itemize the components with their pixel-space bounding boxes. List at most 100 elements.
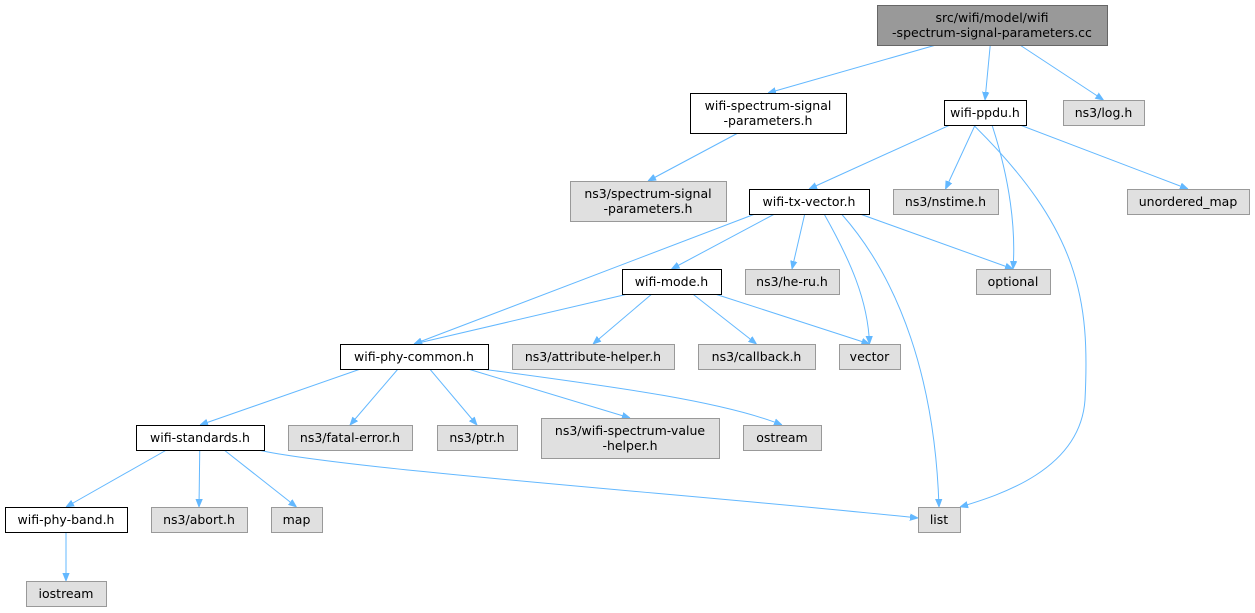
node-band[interactable]: wifi-phy-band.h — [5, 507, 128, 533]
edge-ppdu-to-optional — [991, 124, 1014, 269]
node-nstime: ns3/nstime.h — [893, 189, 999, 215]
node-box-ostream — [743, 425, 822, 451]
edge-phyc-to-std — [200, 368, 361, 425]
node-box-ns3ssp — [570, 181, 727, 222]
node-label-ns3ssp-1: -parameters.h — [604, 201, 693, 216]
node-abort: ns3/abort.h — [151, 507, 248, 533]
node-box-phyc — [340, 344, 489, 370]
node-label-root-0: src/wifi/model/wifi — [936, 10, 1049, 25]
node-box-ppdu — [944, 100, 1027, 126]
edge-mode-to-cb — [692, 293, 757, 344]
edge-std-to-list — [257, 449, 918, 518]
node-label-band-0: wifi-phy-band.h — [18, 512, 115, 527]
node-label-wssp-1: -parameters.h — [724, 113, 813, 128]
node-label-umap-0: unordered_map — [1139, 194, 1238, 209]
edge-phyc-to-ptr — [429, 368, 477, 425]
node-label-iostream-0: iostream — [39, 586, 94, 601]
node-box-map — [271, 507, 323, 533]
node-label-root-1: -spectrum-signal-parameters.cc — [892, 25, 1092, 40]
edge-phyc-to-wsvh — [467, 368, 630, 418]
edge-phyc-to-ostream — [481, 368, 782, 426]
edge-phyc-to-fatal — [350, 368, 399, 425]
node-box-iostream — [26, 581, 107, 607]
edge-txv-to-optional — [859, 213, 1013, 269]
node-root: src/wifi/model/wifi-spectrum-signal-para… — [877, 5, 1108, 46]
node-ppdu[interactable]: wifi-ppdu.h — [944, 100, 1027, 126]
node-box-mode — [622, 269, 722, 295]
node-label-wsvh-0: ns3/wifi-spectrum-value — [555, 423, 705, 438]
node-ptr: ns3/ptr.h — [437, 425, 518, 451]
node-label-wssp-0: wifi-spectrum-signal — [705, 98, 832, 113]
edge-ppdu-to-list — [960, 124, 1087, 507]
node-box-log — [1063, 100, 1145, 126]
node-label-abort-0: ns3/abort.h — [163, 512, 235, 527]
node-vector: vector — [839, 344, 901, 370]
node-box-nstime — [893, 189, 999, 215]
node-label-ns3ssp-0: ns3/spectrum-signal — [584, 186, 711, 201]
node-optional: optional — [976, 269, 1051, 295]
node-box-vector — [839, 344, 901, 370]
node-label-ppdu-0: wifi-ppdu.h — [950, 105, 1020, 120]
node-label-vector-0: vector — [850, 349, 891, 364]
node-wssp[interactable]: wifi-spectrum-signal-parameters.h — [690, 93, 847, 134]
node-box-abort — [151, 507, 248, 533]
node-box-band — [5, 507, 128, 533]
node-box-cb — [698, 344, 816, 370]
node-box-txv — [749, 189, 870, 215]
node-label-phyc-0: wifi-phy-common.h — [354, 349, 474, 364]
node-box-attr — [512, 344, 675, 370]
node-ns3ssp: ns3/spectrum-signal-parameters.h — [570, 181, 727, 222]
node-label-wsvh-1: -helper.h — [602, 438, 657, 453]
node-box-fatal — [288, 425, 413, 451]
node-heru: ns3/he-ru.h — [745, 269, 840, 295]
node-box-umap — [1127, 189, 1250, 215]
node-box-wssp — [690, 93, 847, 134]
node-box-ptr — [437, 425, 518, 451]
node-label-map-0: map — [283, 512, 311, 527]
edge-txv-to-phyc — [414, 213, 756, 344]
node-wsvh: ns3/wifi-spectrum-value-helper.h — [541, 418, 720, 459]
edge-ppdu-to-umap — [1019, 124, 1188, 189]
node-map: map — [271, 507, 323, 533]
edge-txv-to-vector — [823, 213, 869, 344]
edge-std-to-map — [223, 449, 296, 507]
node-label-fatal-0: ns3/fatal-error.h — [300, 430, 400, 445]
node-box-wsvh — [541, 418, 720, 459]
edge-wssp-to-ns3ssp — [648, 132, 739, 181]
edge-txv-to-heru — [792, 213, 806, 269]
node-ostream: ostream — [743, 425, 822, 451]
edge-std-to-band — [66, 449, 167, 507]
edge-root-to-log — [1019, 44, 1104, 100]
node-box-list — [918, 507, 961, 533]
edge-std-to-abort — [199, 449, 200, 507]
node-label-ptr-0: ns3/ptr.h — [449, 430, 504, 445]
edge-mode-to-attr — [593, 293, 653, 344]
node-log: ns3/log.h — [1063, 100, 1145, 126]
node-label-cb-0: ns3/callback.h — [712, 349, 802, 364]
edge-ppdu-to-nstime — [945, 124, 976, 189]
node-cb: ns3/callback.h — [698, 344, 816, 370]
node-attr: ns3/attribute-helper.h — [512, 344, 675, 370]
node-txv[interactable]: wifi-tx-vector.h — [749, 189, 870, 215]
edges — [66, 44, 1188, 581]
node-umap: unordered_map — [1127, 189, 1250, 215]
node-label-heru-0: ns3/he-ru.h — [756, 274, 828, 289]
node-std[interactable]: wifi-standards.h — [136, 425, 265, 451]
node-label-attr-0: ns3/attribute-helper.h — [525, 349, 661, 364]
node-mode[interactable]: wifi-mode.h — [622, 269, 722, 295]
edge-txv-to-list — [841, 213, 940, 507]
node-fatal: ns3/fatal-error.h — [288, 425, 413, 451]
node-label-nstime-0: ns3/nstime.h — [905, 194, 986, 209]
node-phyc[interactable]: wifi-phy-common.h — [340, 344, 489, 370]
node-label-list-0: list — [930, 512, 948, 527]
node-label-txv-0: wifi-tx-vector.h — [763, 194, 856, 209]
edge-mode-to-vector — [714, 293, 870, 344]
node-box-optional — [976, 269, 1051, 295]
node-box-root — [877, 5, 1108, 46]
node-label-optional-0: optional — [988, 274, 1039, 289]
node-box-heru — [745, 269, 840, 295]
node-label-ostream-0: ostream — [756, 430, 807, 445]
node-list: list — [918, 507, 961, 533]
node-label-mode-0: wifi-mode.h — [635, 274, 708, 289]
